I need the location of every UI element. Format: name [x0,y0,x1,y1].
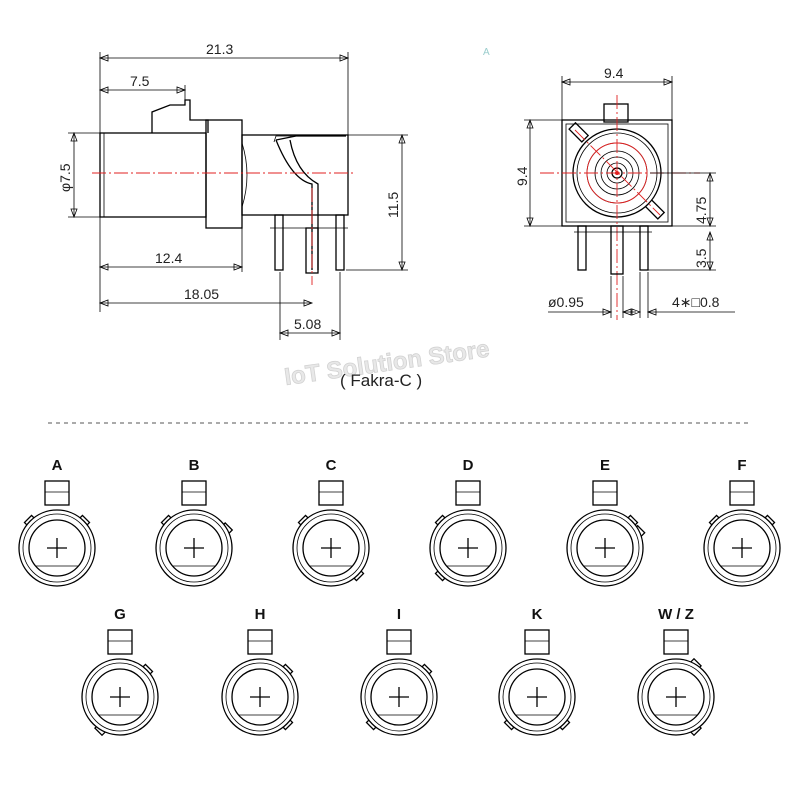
variant-label: E [600,457,610,474]
corner-mark: A [483,47,490,58]
variant-key [44,480,70,506]
variant-symbol: G [81,606,159,737]
variant-key [181,480,207,506]
variant-key [729,480,755,506]
dim-center-pin-diameter: ø0.95 [548,294,584,310]
dim-body-length: 12.4 [155,250,182,266]
variant-symbol: B [155,457,234,587]
variant-label: W / Z [658,606,694,623]
side-pin-left [274,214,284,271]
variant-grid: A B C D E F G H I K W / Z [18,457,781,737]
variant-key [663,629,689,655]
dim-center-height: 4.75 [693,197,709,224]
front-pin-2 [639,225,649,271]
variant-label: B [189,457,200,474]
side-body [99,132,207,218]
variant-label: D [463,457,474,474]
side-view: 21.3 7.5 φ7.5 11.5 12.4 18.05 5.08 [57,41,408,340]
dim-body-diameter: φ7.5 [57,163,73,192]
dim-front-width: 9.4 [604,65,624,81]
front-key [603,103,629,123]
dim-flange-offset: 7.5 [130,73,150,89]
variant-key [592,480,618,506]
front-tab-left [568,121,590,143]
variant-label: F [737,457,746,474]
side-flange [205,119,243,229]
variant-symbol: E [566,457,646,587]
dim-pin-offset: 18.05 [184,286,219,302]
dim-square-pins: 4∗□0.8 [672,294,720,310]
variant-key [107,629,133,655]
variant-key [318,480,344,506]
variant-symbol: A [18,457,96,587]
variant-label: C [326,457,337,474]
side-housing [241,134,349,216]
variant-symbol: F [703,457,781,587]
variant-label: I [397,606,401,623]
side-pin-right [335,214,345,271]
caption: ( Fakra-C ) [340,371,422,390]
variant-label: G [114,606,126,623]
front-pin-center [610,225,624,275]
dim-front-height: 9.4 [514,166,530,186]
variant-symbol: W / Z [637,606,715,737]
front-pin-1 [577,225,587,271]
variant-label: A [52,457,63,474]
variant-label: H [255,606,266,623]
variant-key [386,629,412,655]
dim-overall-height: 11.5 [385,192,401,218]
variant-key [247,629,273,655]
dim-overall-length: 21.3 [206,41,233,57]
variant-label: K [532,606,543,623]
variant-symbol: H [221,606,299,736]
side-latch [151,99,209,133]
dim-pin-length: 3.5 [693,248,709,268]
variant-symbol: K [498,606,576,736]
variant-key [455,480,481,506]
front-view: 9.4 9.4 4.75 3.5 ø0.95 4∗□0.8 [514,65,735,320]
variant-symbol: I [360,606,438,736]
variant-symbol: D [429,457,507,587]
variant-symbol: C [292,457,370,587]
dim-pin-pitch: 5.08 [294,316,321,332]
variant-key [524,629,550,655]
